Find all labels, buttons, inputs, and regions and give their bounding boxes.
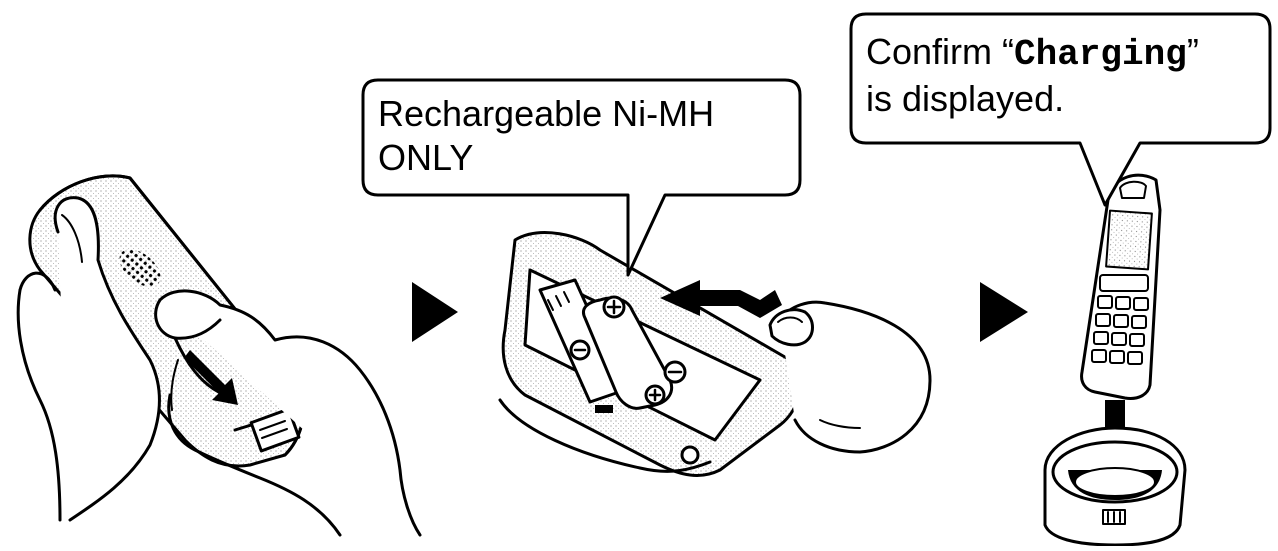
callout-charging-line2: is displayed.: [866, 78, 1065, 119]
speaker-grill-icon: [119, 249, 161, 287]
callout-ni-mh-line2: ONLY: [378, 137, 474, 178]
step-charge: [1043, 173, 1187, 547]
callout-charging-text: Confirm “Charging” is displayed.: [866, 30, 1199, 121]
pointing-finger: [768, 300, 932, 454]
step-insert-batteries: [498, 231, 932, 477]
callout-charging: [849, 12, 1272, 207]
insert-arrow-icon: [660, 280, 782, 318]
slide-down-arrow-icon: [184, 350, 238, 405]
confirm-prefix: Confirm “: [866, 31, 1015, 72]
callout-ni-mh-line1: Rechargeable Ni-MH: [378, 93, 715, 134]
handset-front: [1080, 173, 1162, 400]
confirm-suffix: ”: [1186, 31, 1199, 72]
keypad: [1091, 274, 1149, 365]
battery-cells: [538, 278, 687, 410]
callout-charging-line1: Confirm “Charging”: [866, 30, 1199, 77]
right-hand: [154, 289, 422, 537]
play-triangle-icon: [412, 282, 458, 342]
handset-screen: [1105, 209, 1153, 271]
callout-ni-mh: [361, 78, 802, 277]
left-hand: [16, 196, 161, 522]
play-triangle-icon: [980, 282, 1028, 342]
charging-code-text: Charging: [1014, 34, 1187, 75]
step-open-cover: [16, 174, 422, 537]
callout-ni-mh-text: Rechargeable Ni-MH ONLY: [378, 92, 714, 180]
handset-connector: [249, 407, 301, 453]
charger-base: [1043, 426, 1187, 547]
